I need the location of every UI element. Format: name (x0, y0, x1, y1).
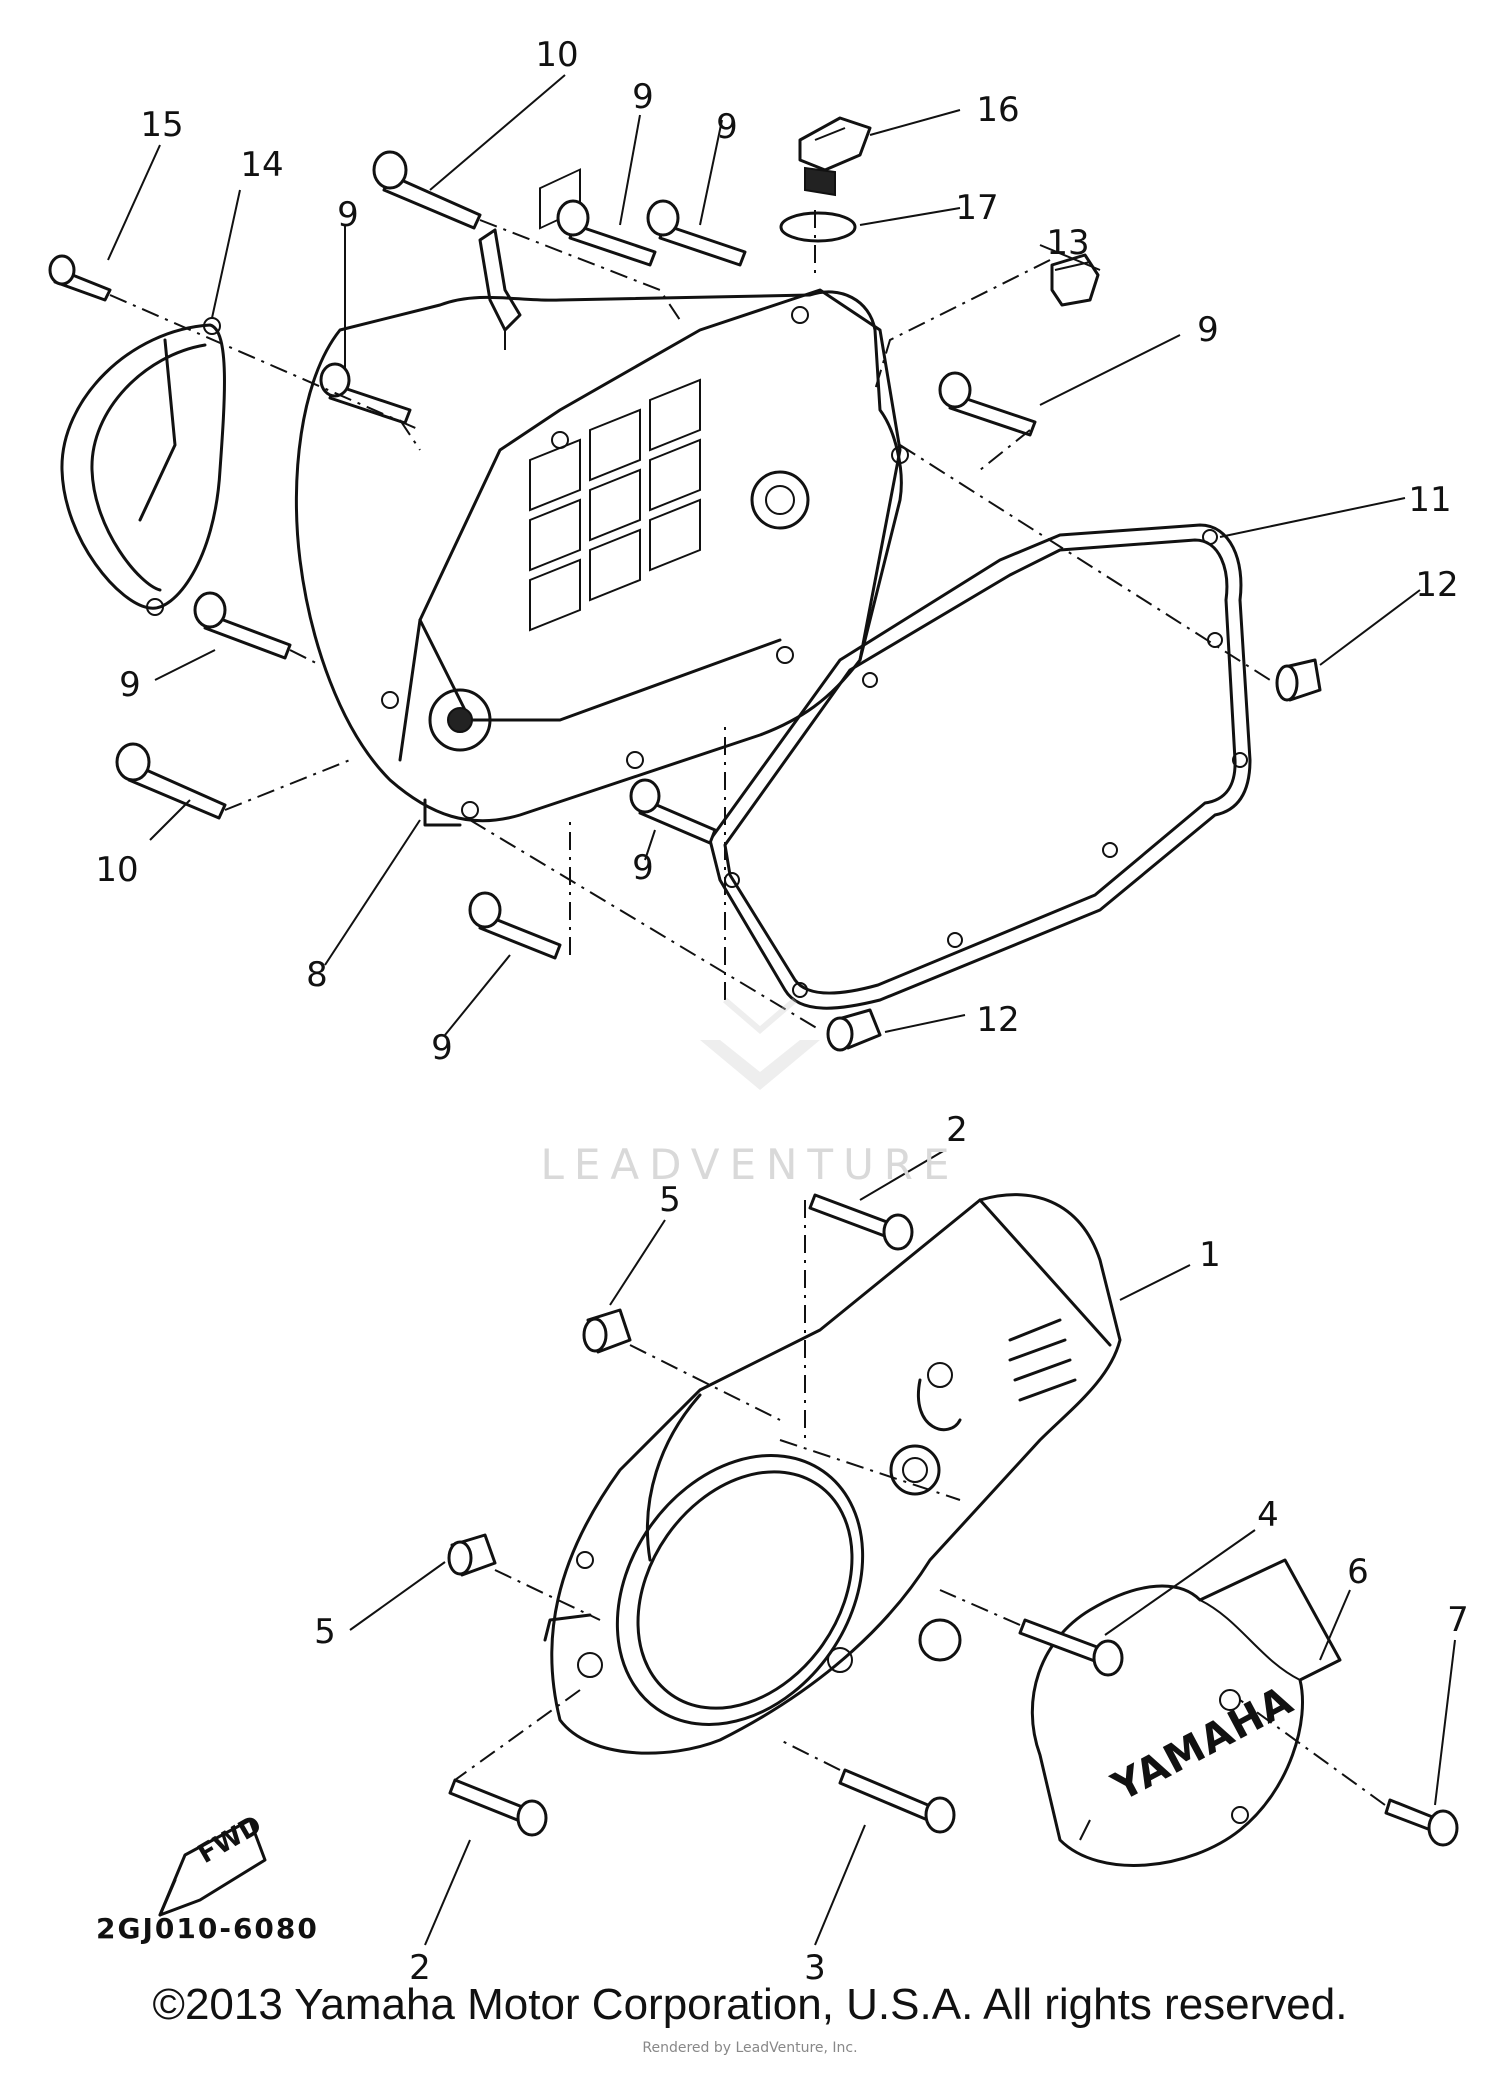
callout-9-left-mid: 9 (119, 665, 141, 705)
gasket-11 (708, 523, 1252, 1010)
bolt-10-top (372, 150, 482, 230)
bolt-9-left-mid (193, 591, 292, 660)
callout-2-bottom: 2 (409, 1948, 431, 1988)
bolt-9-right-upper (938, 371, 1037, 437)
bolt-15 (48, 254, 112, 302)
callout-8: 8 (306, 955, 328, 995)
bolt-9-bottom (468, 891, 562, 960)
callout-14: 14 (240, 145, 284, 185)
callout-5-left: 5 (314, 1612, 336, 1652)
callout-9-bottom: 9 (431, 1028, 453, 1068)
callout-6: 6 (1347, 1552, 1369, 1592)
bolt-9-top-a (556, 199, 657, 267)
diagram-code: 2GJ010-6080 (96, 1912, 319, 1945)
callout-9-right-upper: 9 (1197, 310, 1219, 350)
callout-13: 13 (1046, 223, 1090, 263)
callout-9-center-low: 9 (632, 848, 654, 888)
callout-1: 1 (1199, 1235, 1221, 1275)
dowel-pin-5-top (582, 1308, 632, 1354)
bolt-4 (1018, 1618, 1124, 1677)
crankcase-cover-1 (543, 1193, 1122, 1755)
callout-11: 11 (1408, 480, 1452, 520)
callout-15: 15 (140, 105, 184, 145)
callout-9-top-a: 9 (632, 77, 654, 117)
callout-7: 7 (1447, 1600, 1469, 1640)
callout-17: 17 (955, 188, 999, 228)
alignment-lines-lower (454, 1200, 1386, 1806)
o-ring-17 (779, 211, 857, 243)
bolt-9-center-low (629, 778, 717, 845)
callout-10-top: 10 (535, 35, 579, 75)
callout-9-left-upper: 9 (337, 195, 359, 235)
dowel-pin-12-right (1275, 658, 1322, 702)
watermark-text: LEADVENTURE (540, 1140, 960, 1189)
callout-10-bottom: 10 (95, 850, 139, 890)
callout-4: 4 (1257, 1495, 1279, 1535)
leader-lines-lower (349, 1149, 1456, 1946)
bolt-2-bottom (448, 1778, 548, 1837)
callout-12-bottom: 12 (976, 1000, 1020, 1040)
dowel-pin-5-left (447, 1533, 497, 1577)
crankcase-cover-8 (294, 168, 909, 827)
bolt-9-left-upper (319, 362, 412, 425)
leader-lines-upper (107, 74, 1421, 1036)
callout-16: 16 (976, 90, 1020, 130)
bolt-7 (1384, 1798, 1459, 1847)
callout-12-right: 12 (1415, 565, 1459, 605)
bolt-10-bottom (115, 742, 227, 820)
alignment-lines-upper (109, 210, 1271, 1031)
copyright-notice: ©2013 Yamaha Motor Corporation, U.S.A. A… (152, 1980, 1348, 2029)
bolt-3 (838, 1768, 956, 1834)
callout-5-top: 5 (659, 1180, 681, 1220)
watermark-logo (700, 997, 820, 1090)
cable-guide-part (478, 228, 522, 350)
fwd-arrow-tag (158, 1818, 267, 1917)
gasket-14-ring (60, 317, 226, 616)
callout-9-top-b: 9 (716, 107, 738, 147)
dowel-pin-12-bottom (826, 1008, 882, 1052)
callout-2-top: 2 (946, 1110, 968, 1150)
bolt-9-top-b (646, 199, 747, 267)
rendered-by-credit: Rendered by LeadVenture, Inc. (642, 2040, 858, 2056)
bolt-2-top (808, 1193, 914, 1251)
oil-filler-cap-16 (798, 116, 872, 197)
callout-3: 3 (804, 1948, 826, 1988)
